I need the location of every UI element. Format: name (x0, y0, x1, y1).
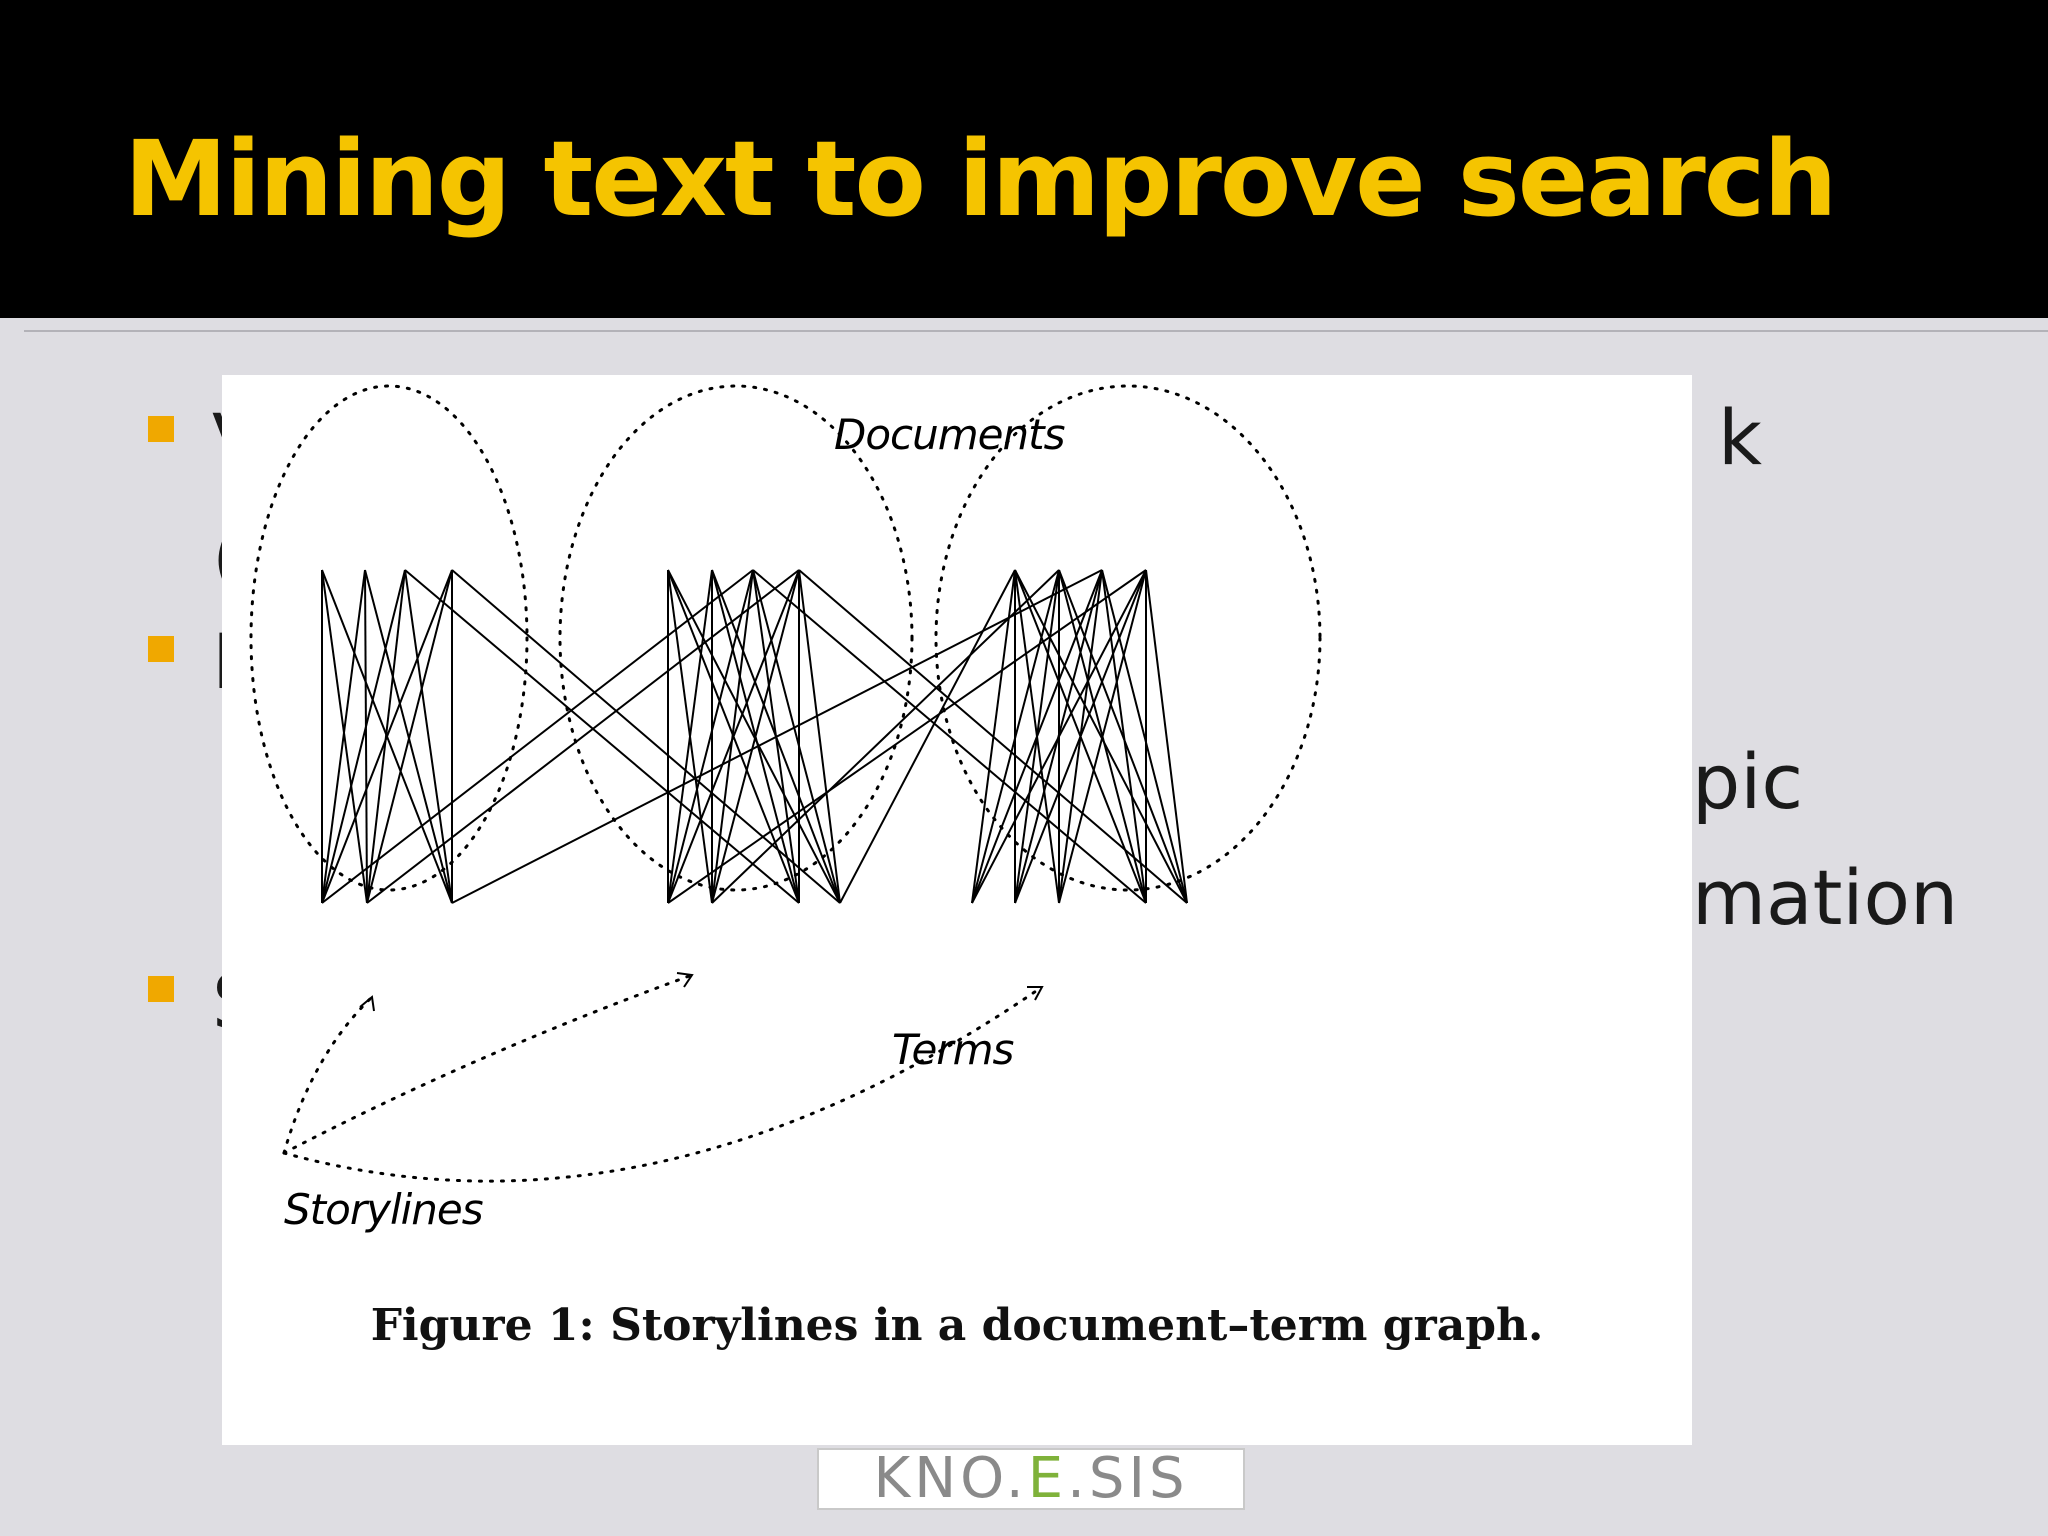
graph-edge (321, 569, 453, 904)
graph-edge (364, 569, 368, 904)
terms-label: Terms (892, 1025, 1014, 1074)
graph-edge (667, 569, 754, 904)
graph-edge (667, 569, 713, 904)
graph-edge (839, 569, 1016, 904)
graph-edge (1058, 569, 1147, 904)
arrowhead (1027, 986, 1044, 1001)
logo-text-part2: .SIS (1067, 1446, 1189, 1511)
graph-edge (667, 569, 1147, 904)
logo-text-accent: E (1027, 1446, 1068, 1511)
logo-text-part1: KNO. (873, 1446, 1028, 1511)
cluster-ellipse (934, 384, 1322, 892)
graph-edge (1101, 569, 1147, 904)
graph-edge (1101, 569, 1188, 904)
graph-edge (971, 569, 1103, 904)
storyline-arrow (282, 973, 694, 1155)
graph-edge (667, 569, 841, 904)
storyline-arrow (282, 985, 1044, 1183)
knoesis-logo: KNO.E.SIS (817, 1448, 1245, 1510)
title-divider (24, 330, 2048, 332)
bullet-2-line-3-end: mation (1692, 853, 1959, 942)
graph-edge (1014, 569, 1147, 904)
storylines-label: Storylines (284, 1185, 484, 1234)
graph-edge (711, 569, 1060, 904)
graph-edge (366, 569, 800, 904)
bullet-marker (148, 636, 174, 662)
graph-edge (667, 569, 800, 904)
figure-caption: Figure 1: Storylines in a document–term … (370, 1300, 1544, 1351)
graph-edge (451, 569, 1103, 904)
cluster-ellipse (558, 384, 914, 892)
bullet-1-text-end: k (1718, 393, 1763, 482)
graph-edge (798, 569, 1188, 904)
graph-edge (971, 569, 1147, 904)
documents-label: Documents (834, 410, 1065, 459)
graph-edge (971, 569, 1060, 904)
storyline-arrow (282, 995, 374, 1155)
graph-edge (321, 569, 366, 904)
graph-edge (404, 569, 800, 904)
arrowhead (359, 995, 375, 1012)
graph-edge (752, 569, 841, 904)
bullet-marker (148, 416, 174, 442)
graph-edge (451, 569, 841, 904)
graph-edge (711, 569, 800, 904)
arrowhead (676, 972, 694, 988)
graph-edge (752, 569, 1147, 904)
document-term-graph (249, 384, 1322, 1183)
graph-edge (1014, 569, 1188, 904)
cluster-ellipse (249, 384, 529, 892)
figure-panel: Documents Terms Storylines Figure 1: Sto… (222, 375, 1692, 1445)
graph-edge (321, 569, 754, 904)
bullet-marker (148, 976, 174, 1002)
graph-edge (798, 569, 841, 904)
graph-edge (404, 569, 453, 904)
title-bar: Mining text to improve search (0, 0, 2048, 318)
graph-edge (321, 569, 406, 904)
graph-edge (1145, 569, 1188, 904)
graph-edge (366, 569, 453, 904)
slide-title: Mining text to improve search (124, 118, 1837, 240)
bullet-2-line-2-end: pic (1692, 737, 1804, 826)
